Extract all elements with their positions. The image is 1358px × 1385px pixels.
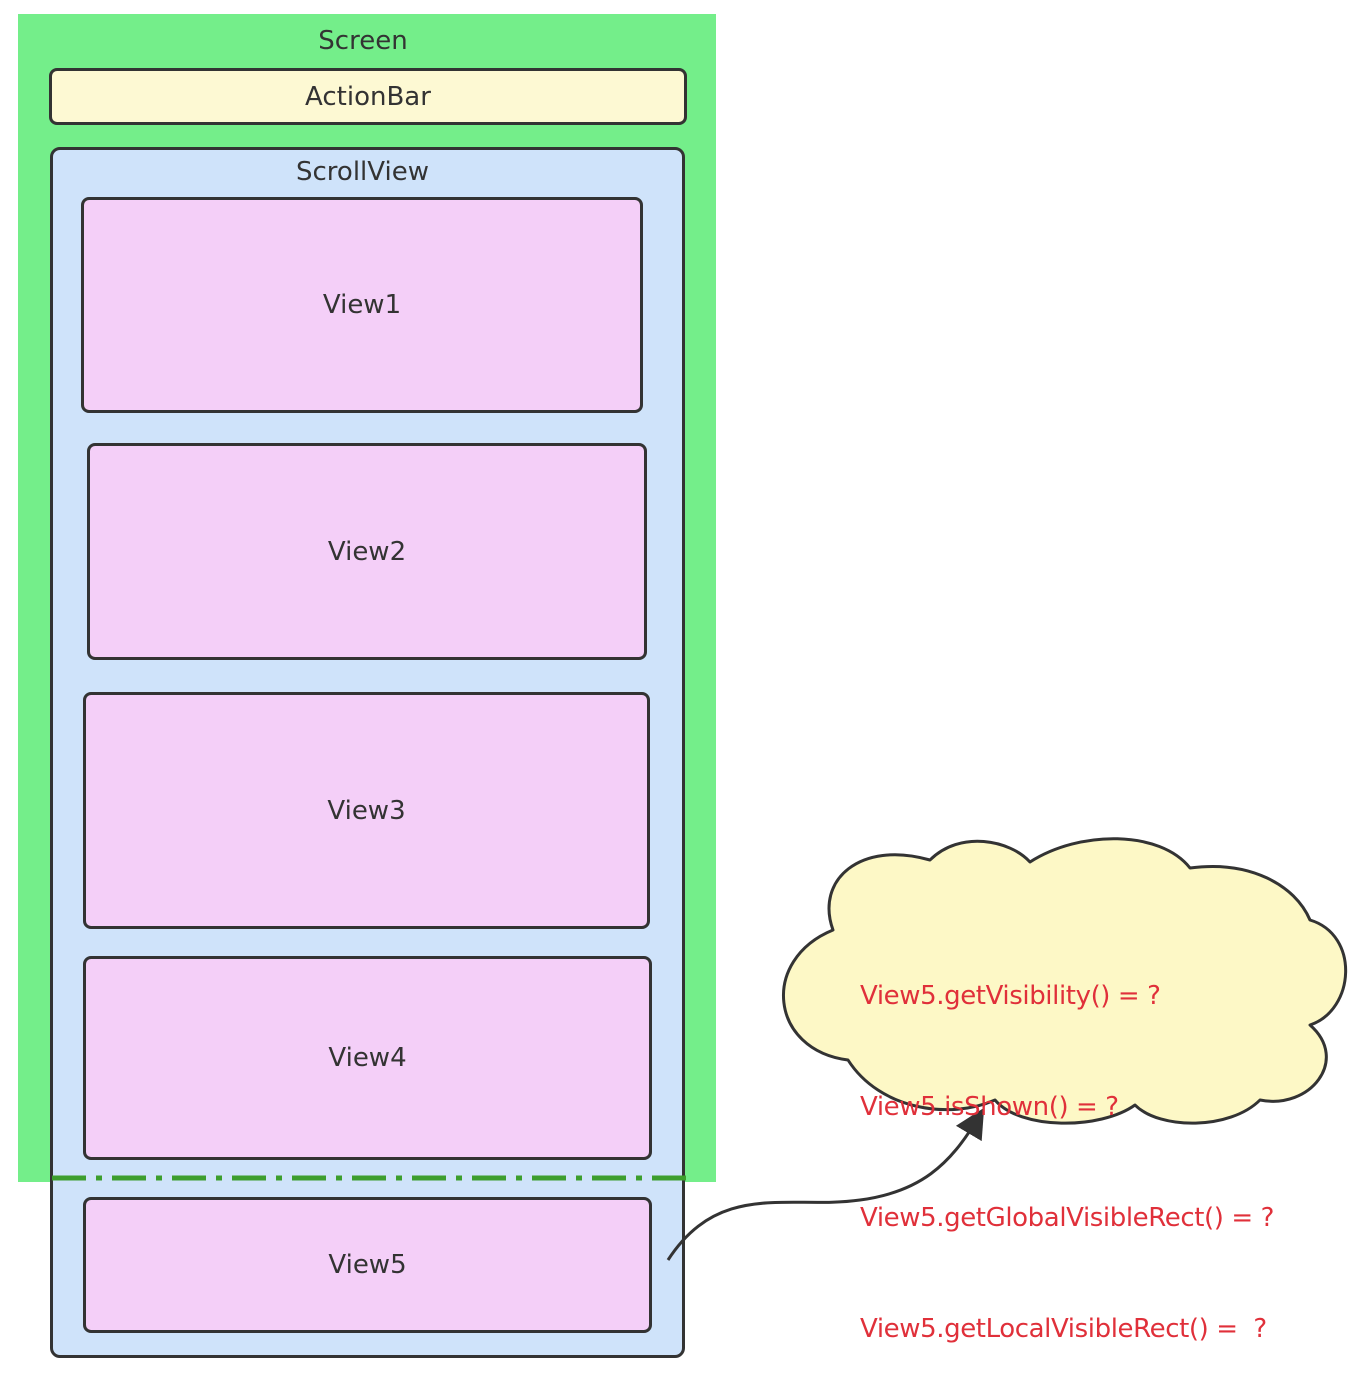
connector-arrow [666, 1107, 985, 1261]
view2-label: View2 [327, 536, 407, 567]
callout-cloud [782, 837, 1348, 1125]
view3-box: View3 [83, 692, 650, 929]
callout-line-isshown: View5.isShown() = ? [860, 1092, 1119, 1122]
view5-label: View5 [328, 1250, 407, 1280]
view4-box: View4 [83, 956, 652, 1160]
callout-line-global-rect: View5.getGlobalVisibleRect() = ? [860, 1203, 1275, 1233]
actionbar-label: ActionBar [305, 81, 431, 112]
scrollview-label: ScrollView [296, 157, 429, 187]
screen-label: Screen [318, 26, 408, 56]
view5-box: View5 [83, 1197, 652, 1333]
actionbar-box: ActionBar [49, 68, 687, 125]
callout-line-visibility: View5.getVisibility() = ? [860, 981, 1161, 1011]
view2-box: View2 [87, 443, 647, 660]
view4-label: View4 [328, 1043, 407, 1073]
callout-text: View5.getVisibility() = ? View5.isShown(… [860, 904, 1330, 1344]
view3-label: View3 [327, 795, 406, 826]
view1-box: View1 [81, 197, 643, 413]
callout-line-local-rect: View5.getLocalVisibleRect() = ? [860, 1314, 1267, 1344]
view1-label: View1 [322, 290, 402, 320]
